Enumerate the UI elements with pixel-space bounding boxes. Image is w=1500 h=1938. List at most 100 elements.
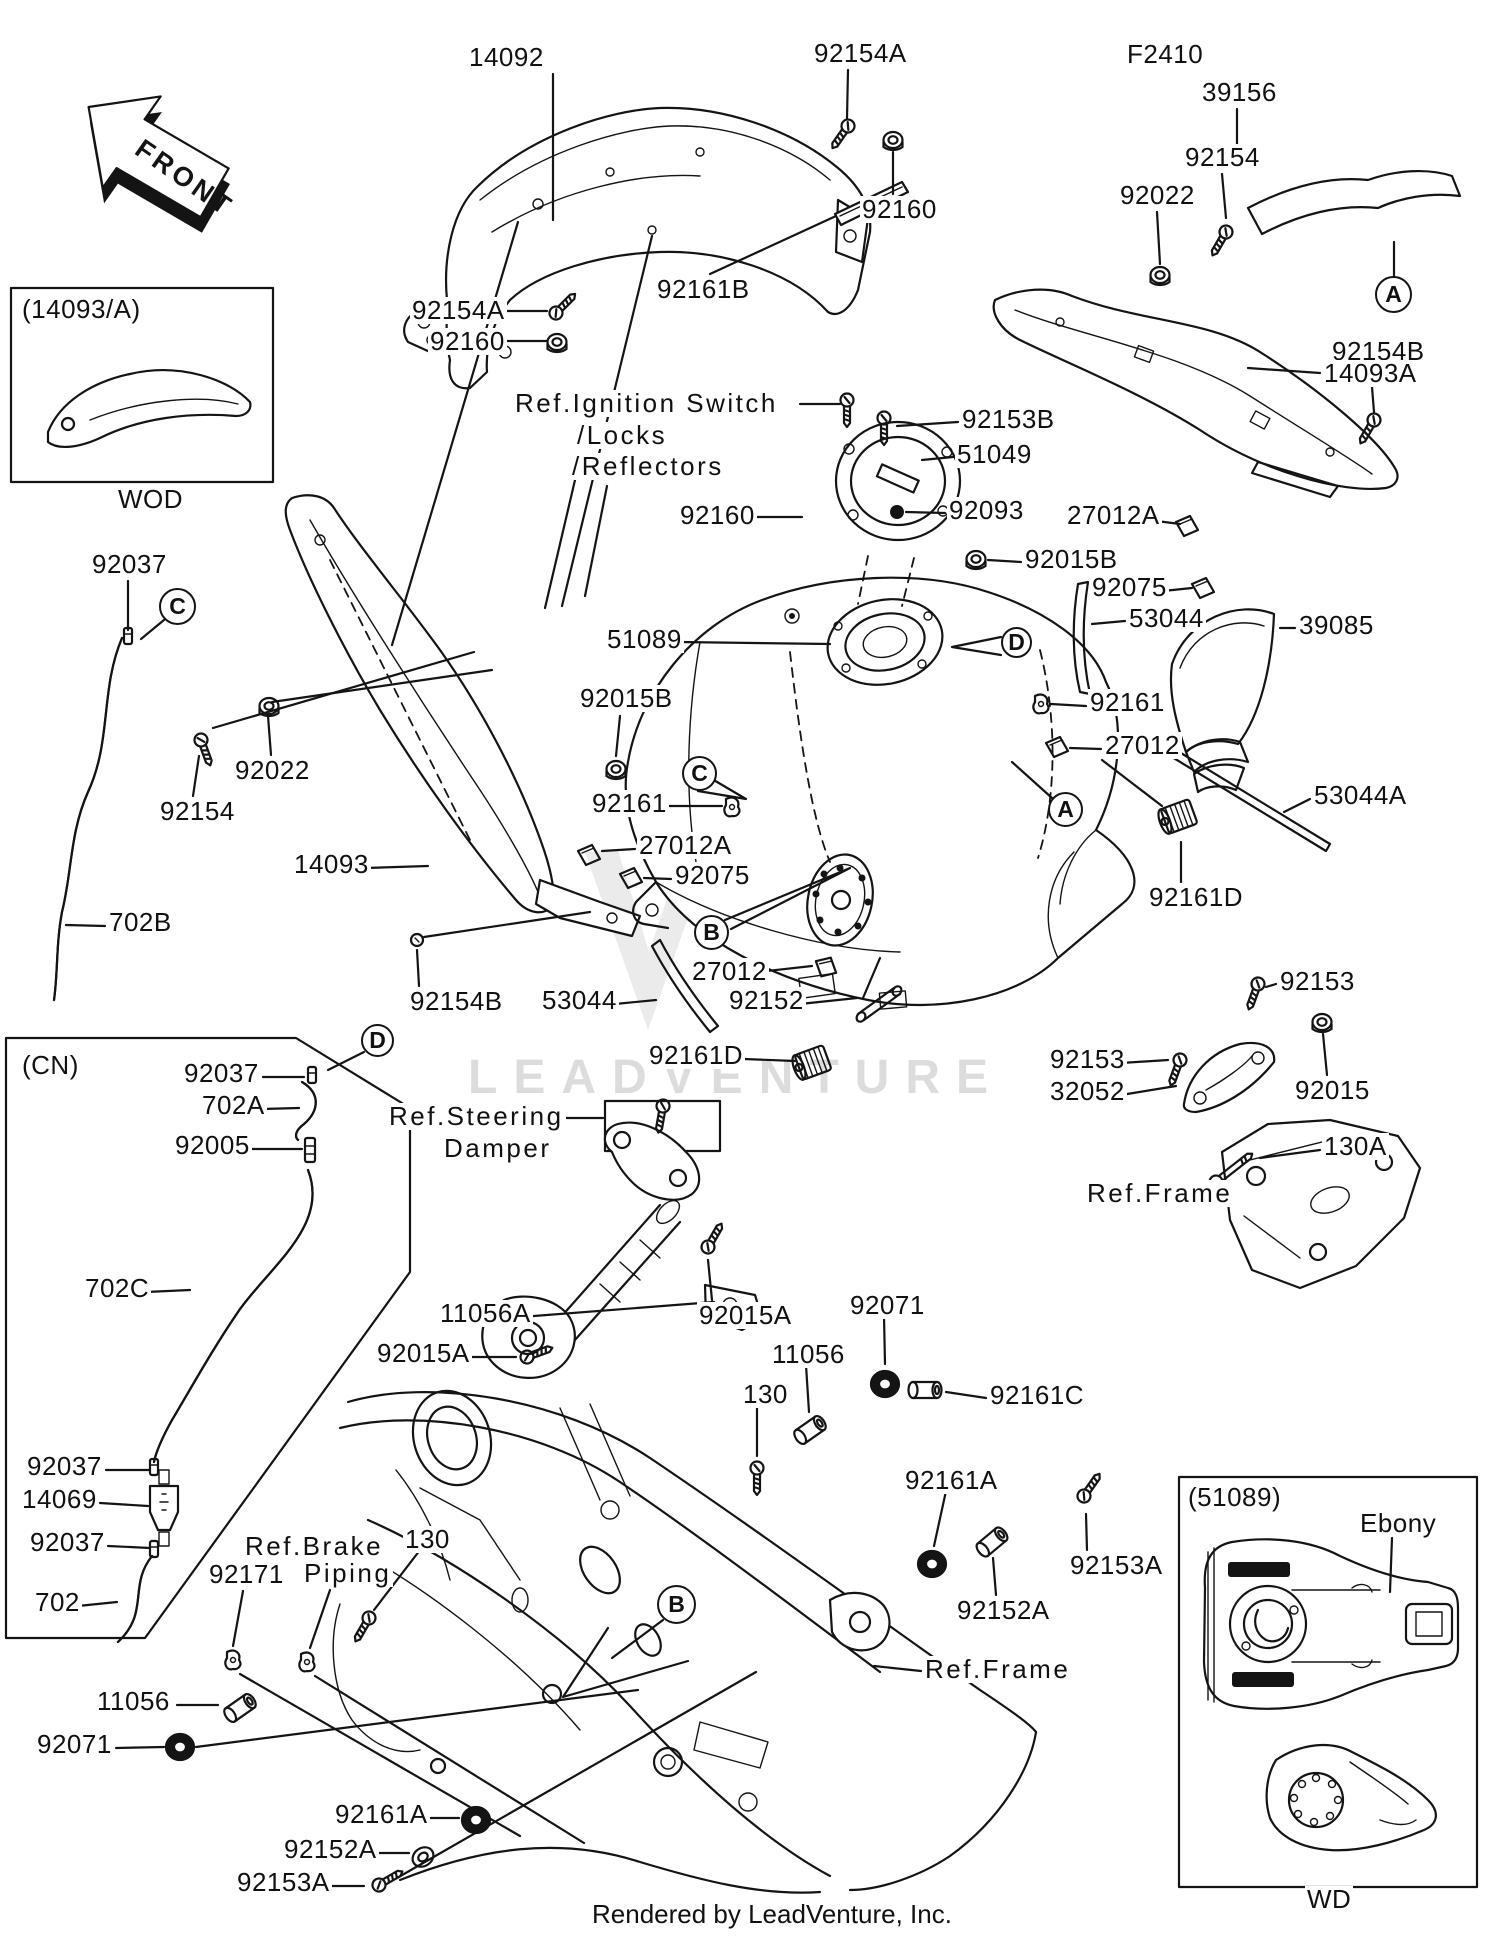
part-label: 92071	[35, 1729, 114, 1759]
part-label: 92005	[173, 1130, 252, 1160]
part-label: 92160	[678, 500, 757, 530]
part-label: 92161D	[647, 1040, 746, 1070]
frame-front	[332, 1389, 1038, 1894]
part-label: 92171	[207, 1559, 286, 1589]
part-label: 92161	[590, 788, 669, 818]
part-label: 14092	[467, 42, 546, 72]
trim-strips	[650, 580, 1332, 1034]
part-label: 14093	[292, 849, 371, 879]
part-label: 92153B	[960, 404, 1057, 434]
view-marker: B	[657, 1585, 696, 1624]
part-label: 92152A	[955, 1595, 1052, 1625]
part-label: 92152A	[282, 1834, 379, 1864]
inset-box-wod	[9, 286, 275, 484]
part-label: 53044A	[1312, 780, 1409, 810]
view-marker: C	[682, 756, 717, 791]
part-label: 27012A	[637, 830, 734, 860]
part-label: 92161B	[655, 274, 752, 304]
part-label: 92093	[947, 495, 1026, 525]
part-label: 53044	[540, 985, 619, 1015]
part-label: 32052	[1048, 1076, 1127, 1106]
shield-39085	[1169, 608, 1276, 794]
part-label: 92161C	[988, 1380, 1087, 1410]
part-label: Ref.Brake	[243, 1531, 386, 1561]
view-marker: D	[361, 1024, 394, 1057]
part-label: 51049	[955, 439, 1034, 469]
part-label: 92160	[428, 326, 507, 356]
construction-lines	[194, 220, 1164, 1880]
part-label: 92160	[860, 194, 939, 224]
part-label: 92153	[1278, 966, 1357, 996]
part-label: 702A	[200, 1090, 267, 1120]
part-label: 92154A	[410, 295, 507, 325]
part-label: 130A	[1322, 1131, 1389, 1161]
part-label: 92075	[1090, 572, 1169, 602]
part-label: 130	[741, 1379, 790, 1409]
view-marker: C	[159, 588, 196, 625]
part-label: (CN)	[20, 1050, 81, 1080]
part-label: 92161A	[333, 1799, 430, 1829]
view-marker: D	[1001, 627, 1032, 658]
part-label: Damper	[442, 1133, 554, 1163]
part-label: 92154	[158, 796, 237, 826]
right-cover-14093A	[992, 288, 1399, 499]
part-label: 92071	[848, 1290, 927, 1320]
part-label: 53044	[1127, 603, 1206, 633]
part-label: 702B	[107, 907, 174, 937]
inset-box-color	[1177, 1475, 1479, 1889]
part-label: /Locks	[575, 420, 670, 450]
part-label: 92154B	[408, 986, 505, 1016]
part-label: 92154	[1183, 142, 1262, 172]
part-label: 92161A	[903, 1465, 1000, 1495]
part-label: 92075	[673, 860, 752, 890]
part-label: 92153A	[235, 1867, 332, 1897]
part-label: 92022	[1118, 180, 1197, 210]
part-label: 92037	[25, 1451, 104, 1481]
frame-bracket-right	[1182, 1041, 1422, 1290]
part-label: 39156	[1200, 77, 1279, 107]
part-label: 92152	[727, 985, 806, 1015]
part-label: 11056A	[438, 1298, 533, 1328]
left-cover-14093	[284, 494, 642, 938]
part-label: 92037	[28, 1527, 107, 1557]
part-label: Ref.Frame	[1085, 1178, 1235, 1208]
view-marker: B	[694, 915, 729, 950]
part-label: Ebony	[1358, 1508, 1439, 1538]
part-label: 92015A	[697, 1300, 794, 1330]
front-arrow-icon: FRONT	[87, 95, 240, 233]
inset-box-cn	[4, 1036, 412, 1640]
part-label: 14093A	[1322, 358, 1419, 388]
part-label: 27012	[690, 956, 769, 986]
part-label: 92153	[1048, 1044, 1127, 1074]
part-label: 702	[33, 1587, 82, 1617]
part-label: Ref.Steering	[387, 1101, 566, 1131]
part-label: Ref.Ignition Switch	[513, 388, 780, 418]
part-label: F2410	[1125, 39, 1206, 69]
part-label: 92161D	[1147, 882, 1246, 912]
part-label: 92022	[233, 755, 312, 785]
part-label: 11056	[95, 1686, 172, 1716]
part-label: 92037	[90, 549, 169, 579]
view-marker: A	[1375, 276, 1412, 313]
part-label: 92154A	[812, 38, 909, 68]
part-label: 702C	[83, 1273, 152, 1303]
part-label: Ref.Frame	[923, 1654, 1073, 1684]
part-label: 11056	[770, 1339, 847, 1369]
part-label: WD	[1305, 1884, 1354, 1914]
part-label: 92037	[182, 1058, 261, 1088]
part-label: 92015B	[578, 683, 675, 713]
part-label: 92015A	[375, 1338, 472, 1368]
part-label: 92015B	[1023, 544, 1120, 574]
part-label: /Reflectors	[570, 451, 726, 481]
part-label: (51089)	[1186, 1482, 1284, 1512]
footer-credit: Rendered by LeadVenture, Inc.	[592, 1899, 952, 1929]
view-marker: A	[1048, 792, 1083, 827]
part-label: 92161	[1088, 687, 1167, 717]
part-label: WOD	[116, 484, 186, 514]
part-label: 27012A	[1065, 500, 1162, 530]
pin-92152	[855, 985, 903, 1023]
bracket-32052	[1182, 1041, 1276, 1114]
hoses	[52, 636, 317, 1644]
